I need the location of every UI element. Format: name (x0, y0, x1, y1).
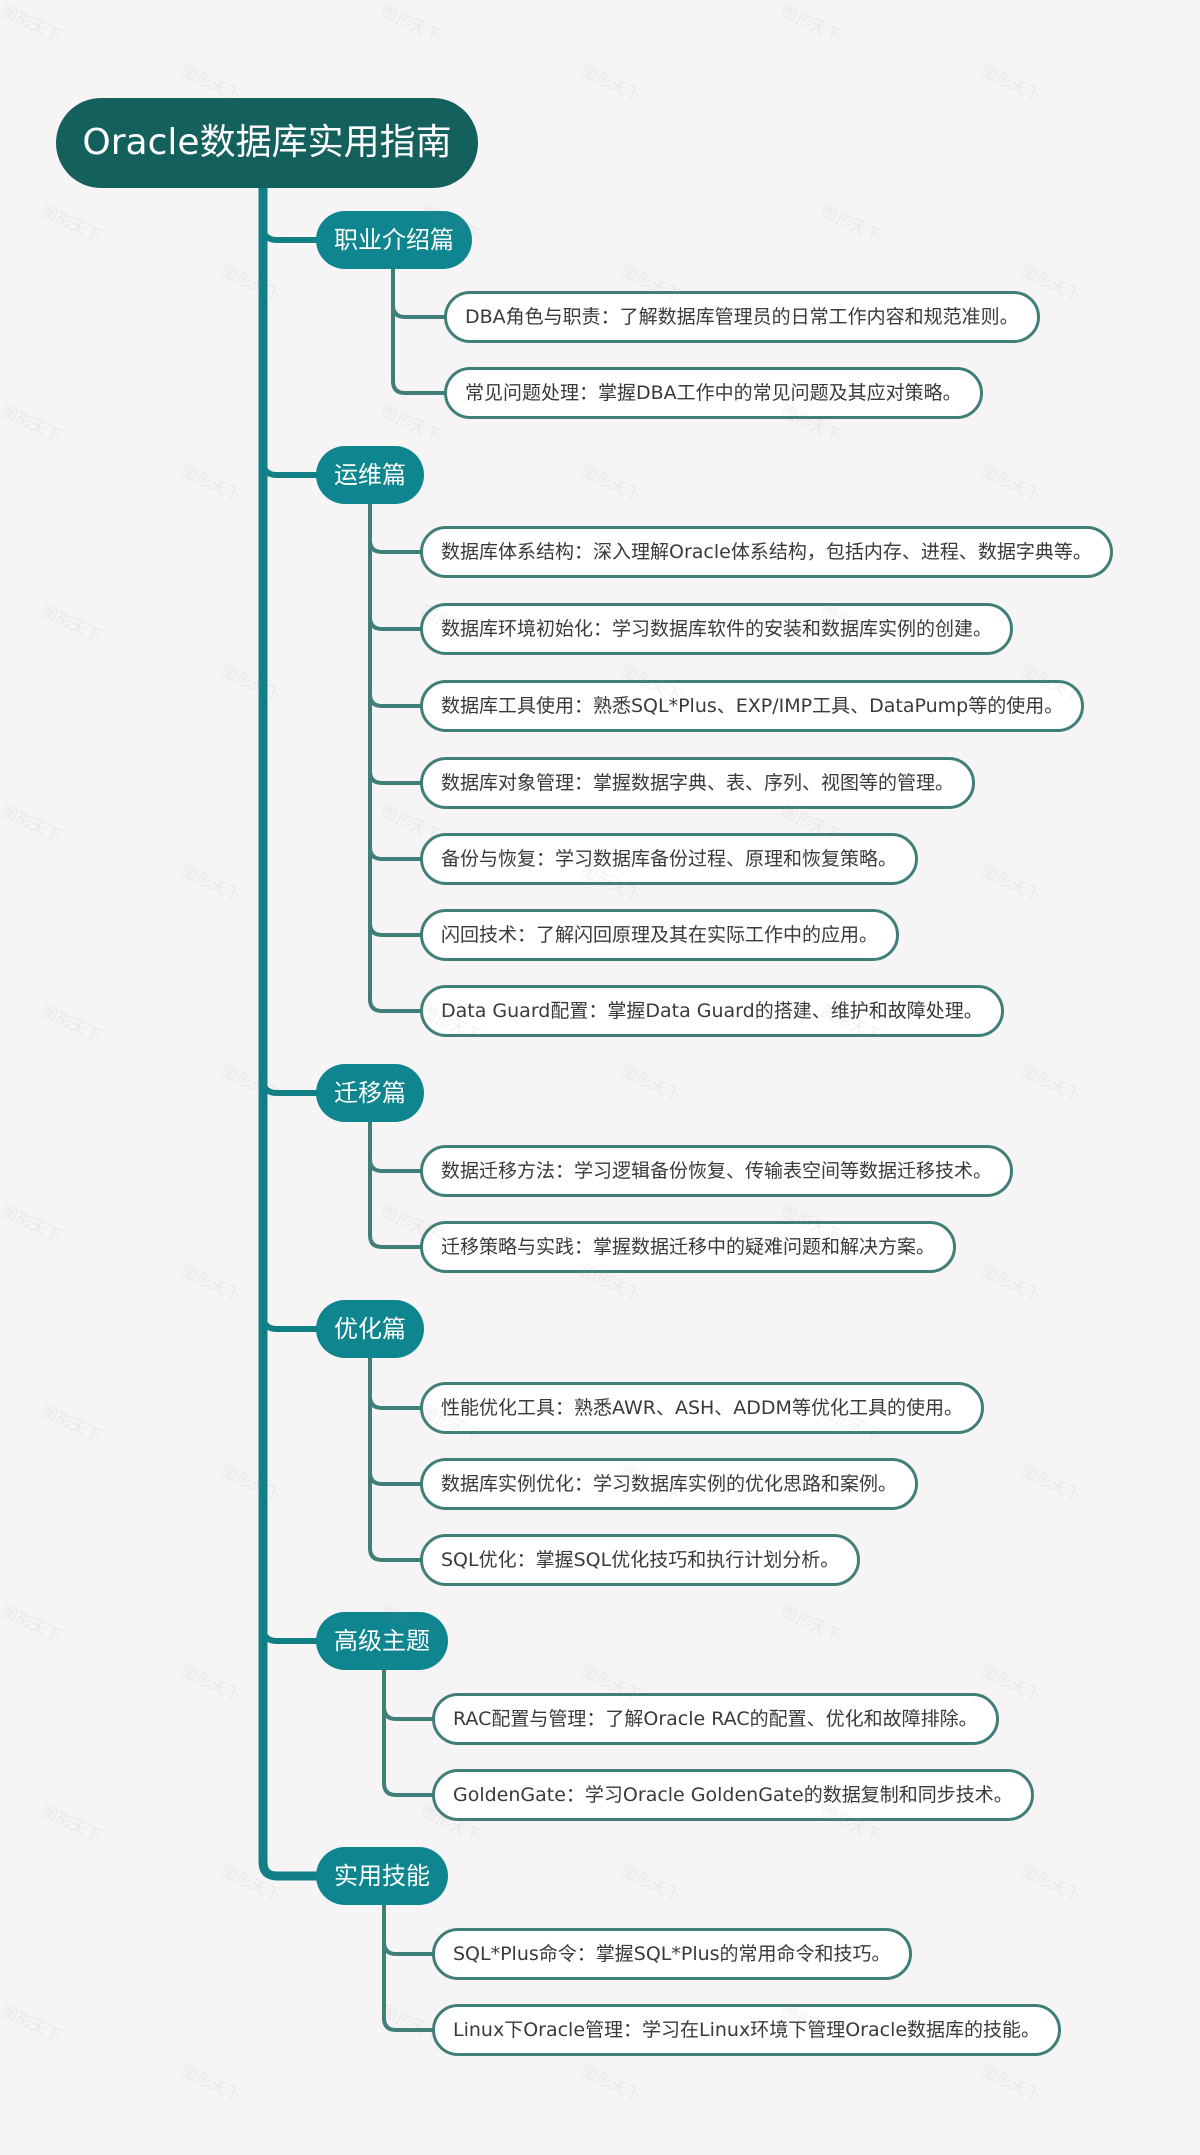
connector-line (368, 921, 422, 937)
topic-item[interactable]: Linux下Oracle管理：学习在Linux环境下管理Oracle数据库的技能… (432, 2004, 1062, 2056)
topic-item[interactable]: SQL*Plus命令：掌握SQL*Plus的常用命令和技巧。 (432, 1928, 912, 1980)
topic-item[interactable]: 性能优化工具：熟悉AWR、ASH、ADDM等优化工具的使用。 (420, 1382, 984, 1434)
connector-line (368, 769, 422, 785)
category-node[interactable]: 实用技能 (316, 1847, 448, 1905)
connector-line (368, 692, 422, 708)
topic-item[interactable]: 数据库环境初始化：学习数据库软件的安装和数据库实例的创建。 (420, 603, 1014, 655)
category-node[interactable]: 运维篇 (316, 446, 424, 504)
category-node[interactable]: 迁移篇 (316, 1064, 424, 1122)
topic-item[interactable]: 常见问题处理：掌握DBA工作中的常见问题及其应对策略。 (444, 367, 983, 419)
connector-line (260, 1624, 319, 1644)
connector-line (382, 1940, 434, 1956)
category-node[interactable]: 高级主题 (316, 1612, 448, 1670)
connector-line (391, 267, 446, 395)
connector-line (368, 1394, 422, 1410)
connector-line (260, 1076, 319, 1096)
topic-item[interactable]: 数据库体系结构：深入理解Oracle体系结构，包括内存、进程、数据字典等。 (420, 526, 1113, 578)
connector-line (382, 1668, 434, 1797)
connector-line (368, 502, 422, 1013)
topic-item[interactable]: GoldenGate：学习Oracle GoldenGate的数据复制和同步技术… (432, 1769, 1034, 1821)
connector-line (260, 1312, 319, 1332)
topic-item[interactable]: 备份与恢复：学习数据库备份过程、原理和恢复策略。 (420, 833, 919, 885)
connector-line (368, 1470, 422, 1486)
category-node[interactable]: 优化篇 (316, 1300, 424, 1358)
topic-item[interactable]: DBA角色与职责：了解数据库管理员的日常工作内容和规范准则。 (444, 291, 1040, 343)
connector-line (368, 1356, 422, 1562)
connector-line (382, 1705, 434, 1721)
topic-item[interactable]: 数据库实例优化：学习数据库实例的优化思路和案例。 (420, 1458, 919, 1510)
connector-line (260, 458, 319, 478)
topic-item[interactable]: Data Guard配置：掌握Data Guard的搭建、维护和故障处理。 (420, 985, 1004, 1037)
topic-item[interactable]: 迁移策略与实践：掌握数据迁移中的疑难问题和解决方案。 (420, 1221, 957, 1273)
connector-line (368, 845, 422, 861)
topic-item[interactable]: SQL优化：掌握SQL优化技巧和执行计划分析。 (420, 1534, 861, 1586)
topic-item[interactable]: 闪回技术：了解闪回原理及其在实际工作中的应用。 (420, 909, 900, 961)
connector-line (260, 223, 319, 243)
root-node: Oracle数据库实用指南 (56, 98, 478, 188)
connector-line (368, 538, 422, 554)
topic-item[interactable]: RAC配置与管理：了解Oracle RAC的配置、优化和故障排除。 (432, 1693, 999, 1745)
connector-line (368, 1120, 422, 1249)
topic-item[interactable]: 数据库对象管理：掌握数据字典、表、序列、视图等的管理。 (420, 757, 976, 809)
connector-line (368, 615, 422, 631)
topic-item[interactable]: 数据库工具使用：熟悉SQL*Plus、EXP/IMP工具、DataPump等的使… (420, 680, 1085, 732)
topic-item[interactable]: 数据迁移方法：学习逻辑备份恢复、传输表空间等数据迁移技术。 (420, 1145, 1014, 1197)
connector-line (391, 303, 446, 319)
connector-line (382, 1903, 434, 2032)
connector-line (368, 1157, 422, 1173)
connector-line (258, 183, 321, 1881)
category-node[interactable]: 职业介绍篇 (316, 211, 472, 269)
